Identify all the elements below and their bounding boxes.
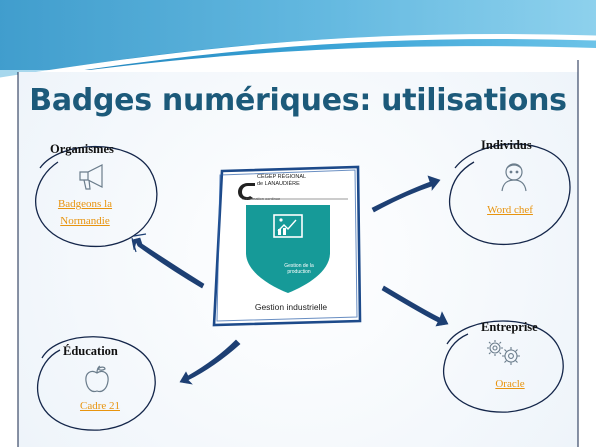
organismes-label: Organismes	[50, 142, 114, 156]
institution-line-1: CÉGEP RÉGIONAL	[257, 174, 307, 180]
entreprise-link[interactable]: Oracle	[495, 378, 525, 390]
entreprise-label: Entreprise	[481, 320, 538, 334]
individus-label: Individus	[481, 138, 532, 152]
gears-icon	[487, 340, 520, 365]
badge-name: Gestion industrielle	[254, 302, 328, 312]
formation-label: Formation continue	[246, 196, 281, 201]
individus-link[interactable]: Word chef	[487, 204, 533, 216]
education-label: Éducation	[63, 344, 118, 358]
institution-line-2: de LANAUDIÈRE	[257, 180, 300, 187]
slide-title: Badges numériques: utilisations	[29, 83, 567, 118]
person-icon	[501, 163, 527, 192]
apple-icon	[85, 365, 109, 393]
education-link[interactable]: Cadre 21	[79, 400, 120, 412]
badge-subtitle: Gestion de la production	[284, 263, 314, 275]
institution-name: CÉGEP RÉGIONAL de LANAUDIÈRE	[257, 174, 306, 187]
megaphone-icon	[79, 164, 103, 190]
organismes-link[interactable]: Badgeons la Normandie	[57, 198, 113, 227]
